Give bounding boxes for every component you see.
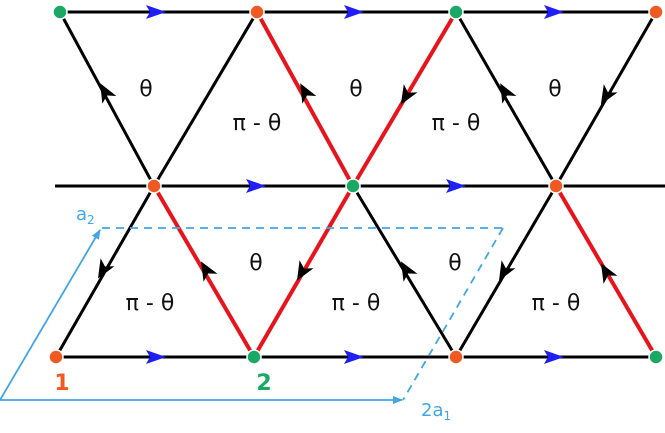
flux-pi-minus-theta: π - θ [432, 111, 481, 136]
arrow-right-icon [246, 179, 266, 193]
arrow-up-left-icon [601, 263, 618, 284]
site-green [345, 178, 361, 194]
vector-a2-label: a2 [76, 204, 95, 227]
flux-theta: θ [139, 77, 152, 102]
flux-pi-minus-theta: π - θ [532, 291, 581, 316]
vector-2a1-label: 2a1 [421, 400, 451, 423]
site-orange [249, 4, 265, 20]
flux-theta: θ [548, 77, 561, 102]
site-green [246, 349, 262, 365]
bond-diagonal-red [255, 11, 355, 187]
arrow-down-left-icon [297, 260, 314, 281]
site-orange [48, 349, 64, 365]
site-orange [648, 4, 664, 20]
arrow-right-icon [344, 350, 364, 364]
site-green [52, 4, 68, 20]
arrow-right-icon [446, 179, 466, 193]
arrow-up-left-icon [100, 83, 117, 104]
flux-theta: θ [249, 251, 262, 276]
unit-cell-right-edge [402, 227, 504, 401]
bond-diagonal [58, 11, 156, 187]
flux-theta: θ [448, 251, 461, 276]
flux-pi-minus-theta: π - θ [332, 291, 381, 316]
flux-pi-minus-theta: π - θ [233, 111, 282, 136]
site-green [448, 4, 464, 20]
arrow-down-left-icon [499, 260, 516, 281]
arrow-down-left-icon [600, 84, 618, 105]
vector-a2-arrow [0, 229, 101, 401]
horizontal-arrows [146, 5, 564, 364]
site-label-1: 1 [54, 371, 69, 396]
arrow-right-icon [544, 5, 564, 19]
site-green [648, 349, 664, 365]
flux-theta: θ [349, 77, 362, 102]
site-orange [548, 178, 564, 194]
site-orange [448, 349, 464, 365]
diagonal-arrows [98, 83, 618, 284]
site-orange [146, 178, 162, 194]
lattice-sites [48, 4, 664, 365]
arrow-down-left-icon [400, 84, 418, 105]
arrow-right-icon [146, 350, 166, 364]
flux-labels: θ θ θ π - θ π - θ θ θ π - θ π - θ π - θ [126, 77, 581, 316]
bond-diagonal [454, 11, 558, 187]
arrow-right-icon [544, 350, 564, 364]
unit-cell: a2 2a1 [0, 204, 504, 423]
site-label-2: 2 [256, 371, 271, 396]
arrow-up-left-icon [500, 83, 517, 104]
arrow-up-left-icon [201, 261, 218, 282]
arrow-right-icon [146, 5, 166, 19]
arrow-up-left-icon [401, 261, 418, 282]
arrow-up-right-icon [300, 83, 317, 104]
arrow-down-left-icon [98, 258, 115, 279]
arrow-right-icon [344, 5, 364, 19]
flux-pi-minus-theta: π - θ [126, 291, 175, 316]
bond-diagonal [152, 11, 259, 187]
